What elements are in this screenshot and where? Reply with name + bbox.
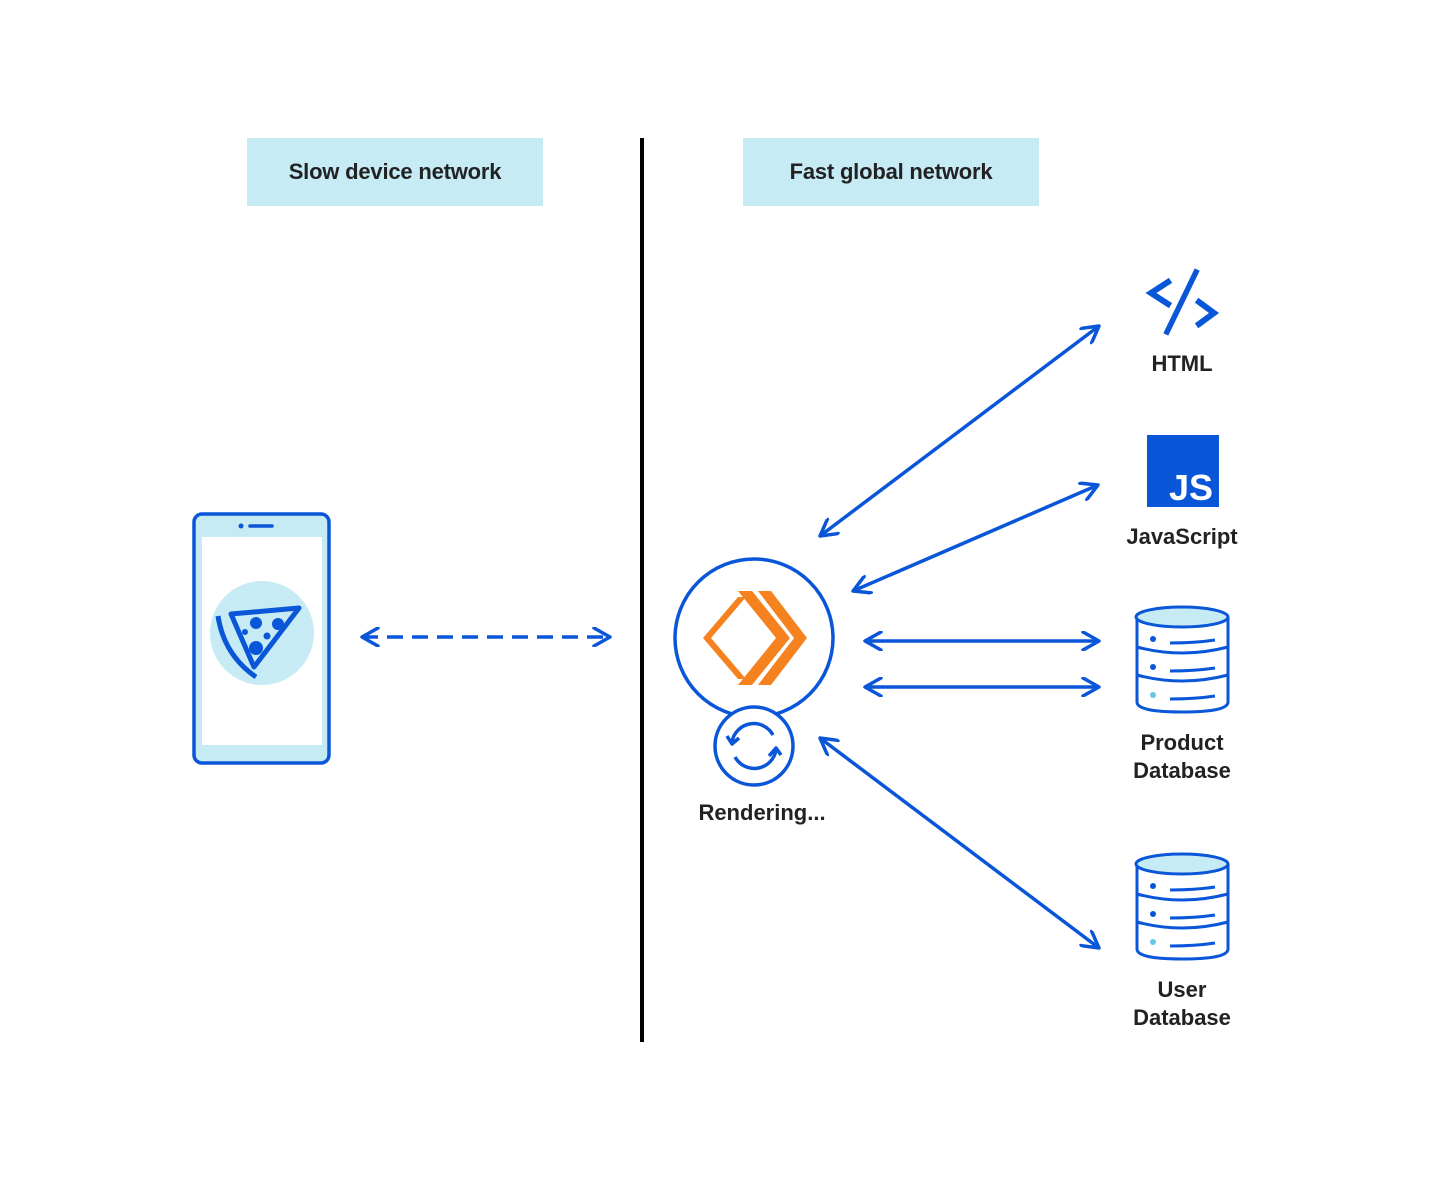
- product-database-icon: [1134, 605, 1230, 714]
- renderer-label: Rendering...: [698, 800, 826, 825]
- js-icon: JS: [1147, 435, 1219, 508]
- fast-global-network-text: Fast global network: [789, 159, 993, 184]
- user-database-label-line1: User: [1157, 977, 1207, 1002]
- html-label: HTML: [1151, 351, 1213, 376]
- user-database-label-line2: Database: [1133, 1005, 1231, 1030]
- code-icon: [1145, 268, 1220, 336]
- renderer-javascript-connection: [853, 485, 1098, 591]
- refresh-icon: [725, 721, 783, 771]
- product-database-label: Product Database: [1102, 729, 1262, 785]
- user-database-icon: [1134, 852, 1230, 961]
- renderer-user-db-connection: [820, 738, 1099, 948]
- product-database-label-line2: Database: [1133, 758, 1231, 783]
- user-database-label: User Database: [1102, 976, 1262, 1032]
- renderer-node: [673, 557, 835, 787]
- js-icon-text: JS: [1169, 467, 1213, 508]
- slow-device-network-text: Slow device network: [288, 159, 502, 184]
- network-divider: [640, 138, 644, 1042]
- fast-global-network-label: Fast global network: [743, 138, 1039, 206]
- slow-device-network-label: Slow device network: [247, 138, 543, 206]
- orange-chevron-logo-icon: [703, 591, 807, 685]
- pizza-icon: [210, 581, 314, 685]
- product-database-label-line1: Product: [1140, 730, 1224, 755]
- javascript-label: JavaScript: [1126, 524, 1238, 549]
